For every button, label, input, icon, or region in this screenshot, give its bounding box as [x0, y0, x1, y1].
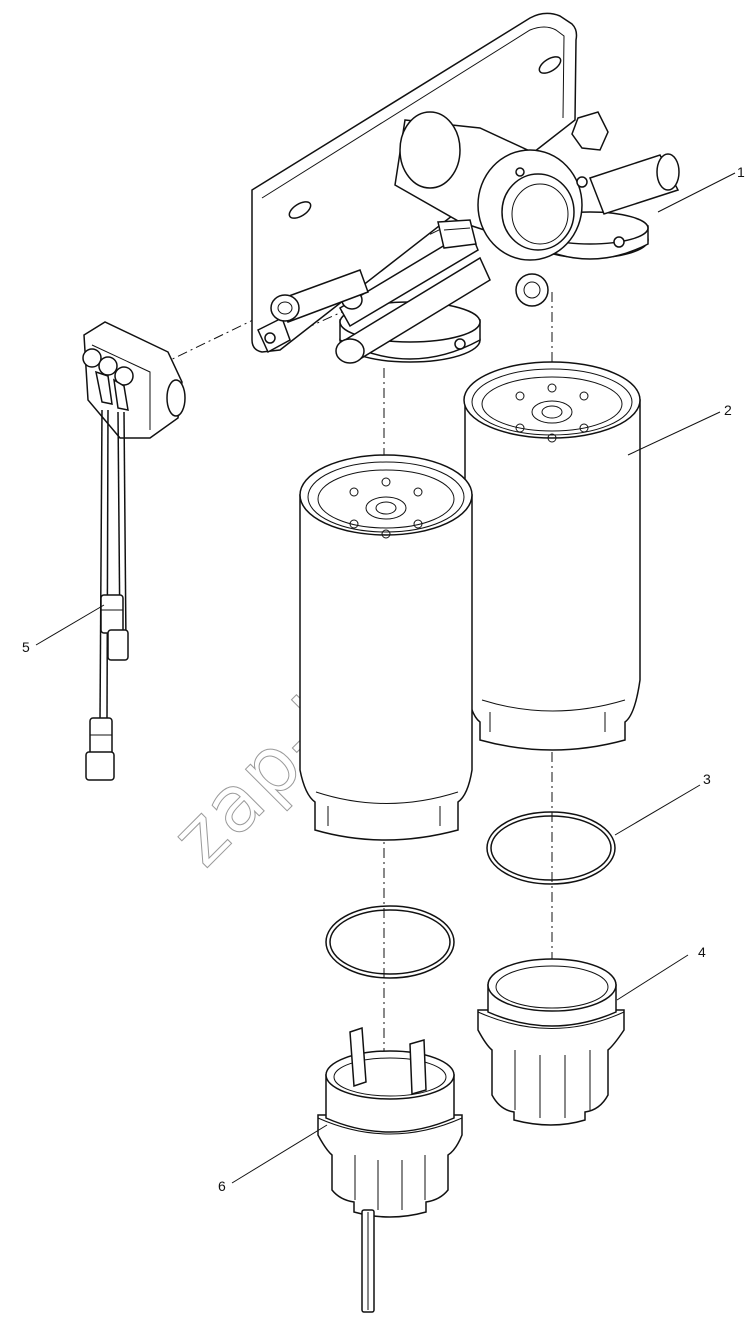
callout-4: 4	[698, 944, 706, 960]
water-separator-bowl-right	[477, 958, 625, 1126]
callout-1: 1	[737, 164, 745, 180]
callout-6: 6	[218, 1178, 226, 1194]
callout-5: 5	[22, 639, 30, 655]
water-separator-bowl-left	[317, 1026, 463, 1313]
callout-2: 2	[724, 402, 732, 418]
callout-leaders	[35, 172, 736, 1184]
wiring-harness	[82, 321, 186, 781]
o-ring-right	[486, 811, 616, 885]
callout-3: 3	[703, 771, 711, 787]
filter-housing-assembly	[251, 12, 680, 364]
o-ring-left	[325, 905, 455, 979]
filter-cartridge-left	[299, 454, 473, 841]
filter-cartridge-right	[463, 361, 641, 751]
